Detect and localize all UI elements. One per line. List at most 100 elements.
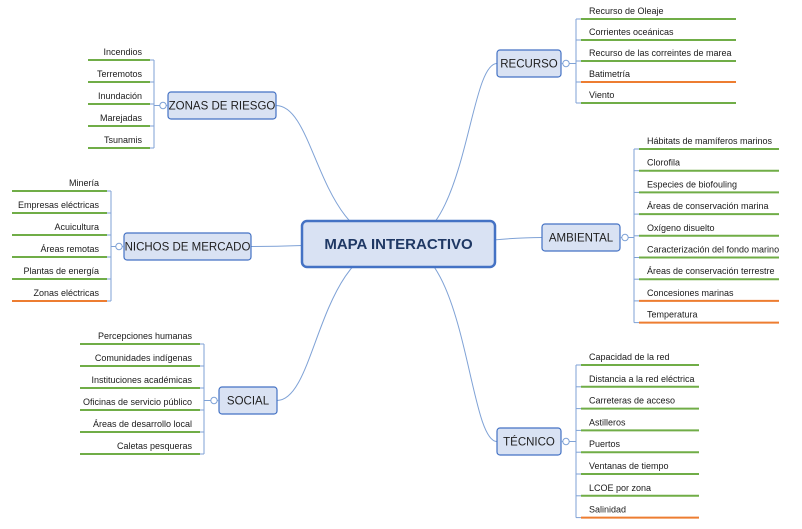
leaf-label: Recurso de las correintes de marea (589, 48, 732, 58)
nodes: ZONAS DE RIESGO IncendiosTerremotosInunda… (12, 6, 779, 519)
leaf-item[interactable]: Marejadas (88, 113, 154, 127)
leaf-item[interactable]: Instituciones académicas (80, 375, 204, 389)
leaf-label: Oficinas de servicio público (83, 397, 192, 407)
leaf-label: Áreas de desarrollo local (93, 419, 192, 429)
leaf-label: Acuicultura (54, 222, 99, 232)
leaf-item[interactable]: Áreas de conservación marina (634, 201, 779, 216)
leaf-label: Áreas remotas (40, 244, 99, 254)
leaf-label: Áreas de conservación marina (647, 201, 769, 211)
link-center-to-recurso (398, 63, 498, 245)
branch-tecnico-label: TÉCNICO (503, 436, 555, 449)
leaf-label: Carreteras de acceso (589, 396, 675, 406)
branch-ambiental-collapse-icon[interactable] (621, 233, 629, 242)
leaf-label: Hábitats de mamíferos marinos (647, 136, 773, 146)
leaf-item[interactable]: Viento (576, 90, 736, 104)
branch-zonas-de-riesgo-collapse-icon[interactable] (159, 101, 167, 110)
leaf-label: Salinidad (589, 505, 626, 515)
leaf-label: Batimetría (589, 69, 630, 79)
leaf-label: Ventanas de tiempo (589, 461, 669, 471)
leaf-item[interactable]: Temperatura (634, 310, 779, 324)
leaf-item[interactable]: Tsunamis (88, 135, 154, 149)
leaf-item[interactable]: Áreas de conservación terrestre (634, 266, 779, 281)
leaf-label: Puertos (589, 439, 621, 449)
leaf-label: Corrientes oceánicas (589, 27, 674, 37)
branch-nichos-de-mercado-label: NICHOS DE MERCADO (125, 242, 251, 254)
leaf-item[interactable]: Oficinas de servicio público (80, 397, 204, 411)
leaf-label: Clorofila (647, 158, 680, 168)
leaf-item[interactable]: Recurso de las correintes de marea (576, 48, 736, 62)
leaf-label: Instituciones académicas (91, 375, 192, 385)
leaf-item[interactable]: Ventanas de tiempo (576, 461, 699, 475)
leaf-item[interactable]: Caletas pesqueras (80, 441, 204, 455)
central-topic[interactable]: MAPA INTERACTIVO (300, 219, 497, 269)
leaf-label: Especies de biofouling (647, 179, 737, 189)
branch-recurso-collapse-icon[interactable] (562, 59, 570, 68)
leaf-label: Comunidades indígenas (95, 353, 193, 363)
leaf-item[interactable]: Distancia a la red eléctrica (576, 374, 699, 388)
leaf-item[interactable]: LCOE por zona (576, 483, 699, 497)
leaf-item[interactable]: Especies de biofouling (634, 179, 779, 194)
leaf-item[interactable]: Salinidad (576, 505, 699, 519)
leaf-item[interactable]: Comunidades indígenas (80, 353, 204, 367)
leaf-item[interactable]: Caracterización del fondo marino (634, 245, 779, 259)
branch-ambiental[interactable]: AMBIENTAL Hábitats de mamíferos marinosCl… (541, 136, 779, 324)
leaf-item[interactable]: Acuicultura (12, 222, 111, 236)
branch-nichos-de-mercado-collapse-icon[interactable] (115, 242, 123, 251)
leaf-item[interactable]: Áreas remotas (12, 244, 111, 258)
leaf-item[interactable]: Concesiones marinas (634, 288, 779, 302)
leaf-label: Oxígeno disuelto (647, 223, 715, 233)
leaf-label: Caletas pesqueras (117, 441, 193, 451)
leaf-item[interactable]: Zonas eléctricas (12, 288, 111, 302)
leaf-item[interactable]: Terremotos (88, 69, 154, 83)
leaf-item[interactable]: Hábitats de mamíferos marinos (634, 136, 779, 150)
leaf-item[interactable]: Incendios (88, 47, 154, 61)
leaf-item[interactable]: Capacidad de la red (576, 352, 699, 366)
leaf-item[interactable]: Inundación (88, 91, 154, 105)
leaf-item[interactable]: Recurso de Oleaje (576, 6, 736, 20)
leaf-label: Capacidad de la red (589, 352, 670, 362)
leaf-label: Terremotos (97, 69, 143, 79)
leaf-label: Plantas de energía (23, 266, 99, 276)
leaf-label: Viento (589, 90, 614, 100)
leaf-label: Recurso de Oleaje (589, 6, 664, 16)
leaf-item[interactable]: Astilleros (576, 417, 699, 432)
branch-social-label: SOCIAL (227, 396, 270, 408)
leaf-label: Astilleros (589, 417, 626, 427)
leaf-label: Percepciones humanas (98, 331, 193, 341)
leaf-label: Temperatura (647, 310, 698, 320)
branch-zonas-de-riesgo-label: ZONAS DE RIESGO (169, 101, 276, 113)
central-topic-label: MAPA INTERACTIVO (324, 236, 473, 253)
leaf-item[interactable]: Minería (12, 178, 111, 192)
leaf-item[interactable]: Percepciones humanas (80, 331, 204, 345)
leaf-label: Incendios (103, 47, 142, 57)
branch-zonas-de-riesgo[interactable]: ZONAS DE RIESGO IncendiosTerremotosInunda… (88, 47, 277, 149)
leaf-item[interactable]: Corrientes oceánicas (576, 27, 736, 41)
leaf-label: LCOE por zona (589, 483, 651, 493)
leaf-item[interactable]: Oxígeno disuelto (634, 223, 779, 237)
leaf-item[interactable]: Carreteras de acceso (576, 396, 699, 410)
leaf-item[interactable]: Empresas eléctricas (12, 200, 111, 214)
branch-recurso-label: RECURSO (500, 59, 558, 71)
branch-social-collapse-icon[interactable] (210, 396, 218, 405)
leaf-item[interactable]: Clorofila (634, 158, 779, 172)
leaf-label: Caracterización del fondo marino (647, 245, 779, 255)
leaf-item[interactable]: Puertos (576, 439, 699, 454)
leaf-item[interactable]: Batimetría (576, 69, 736, 83)
leaf-label: Distancia a la red eléctrica (589, 374, 695, 384)
leaf-item[interactable]: Plantas de energía (12, 266, 111, 280)
leaf-label: Tsunamis (104, 135, 143, 145)
leaf-label: Empresas eléctricas (18, 200, 100, 210)
leaf-label: Áreas de conservación terrestre (647, 266, 775, 276)
leaf-item[interactable]: Áreas de desarrollo local (80, 419, 204, 433)
link-center-to-tecnico (398, 243, 498, 442)
central-topic-box[interactable] (300, 219, 497, 269)
branch-ambiental-label: AMBIENTAL (549, 233, 614, 245)
leaf-label: Marejadas (100, 113, 143, 123)
branch-tecnico-collapse-icon[interactable] (562, 437, 570, 446)
leaf-label: Zonas eléctricas (33, 288, 99, 298)
